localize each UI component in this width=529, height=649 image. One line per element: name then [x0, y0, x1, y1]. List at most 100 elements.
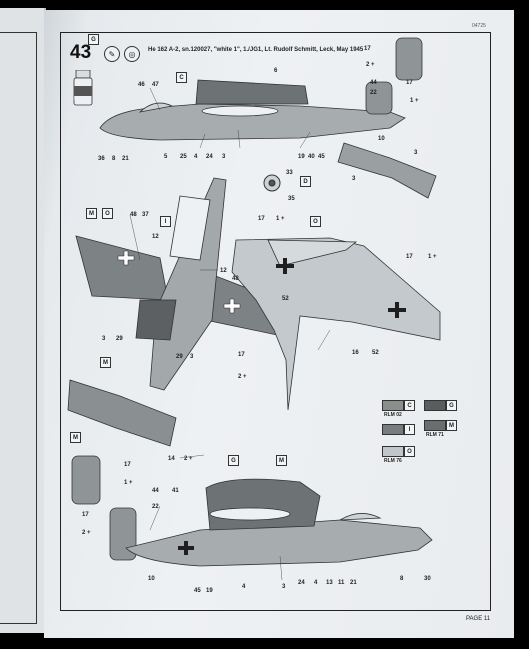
- color-tag: O: [102, 208, 113, 219]
- step-panel: [60, 32, 491, 611]
- callout: 4: [194, 154, 198, 160]
- rlm-label: RLM 76: [384, 458, 402, 464]
- callout: 17: [238, 352, 245, 358]
- model-caption: He 162 A-2, sn.120027, "white 1", 1./JG1…: [148, 47, 364, 53]
- decal-icon: ◎: [124, 46, 140, 62]
- callout: 48: [130, 212, 137, 218]
- callout: 8: [112, 156, 116, 162]
- swatch-rlm71: [424, 420, 446, 431]
- callout: 2 +: [238, 374, 247, 380]
- leader-lines: [129, 87, 331, 581]
- callout: 3: [352, 176, 356, 182]
- callout: 48: [232, 276, 239, 282]
- callout: 1 +: [410, 98, 419, 104]
- callout: 52: [282, 296, 289, 302]
- callout: 13: [326, 580, 333, 586]
- callout: 21: [122, 156, 129, 162]
- callout: 33: [286, 170, 293, 176]
- callout: 40: [308, 154, 315, 160]
- callout: 4: [314, 580, 318, 586]
- side-profile-bottom: [125, 478, 433, 567]
- color-tag: M: [276, 455, 287, 466]
- swatch-tag-i: I: [404, 424, 415, 435]
- lower-cross-markings: [276, 258, 406, 318]
- callout: 12: [152, 234, 159, 240]
- callout: 22: [370, 90, 377, 96]
- callout: 3: [414, 150, 418, 156]
- callout: 3: [102, 336, 106, 342]
- swatch-rlm02: [382, 400, 404, 411]
- color-tag: C: [176, 72, 187, 83]
- swatch-i: [382, 424, 404, 435]
- callout: 10: [378, 136, 385, 142]
- callout: 41: [172, 488, 179, 494]
- callout: 24: [298, 580, 305, 586]
- swatch-tag-g: G: [446, 400, 457, 411]
- bottom-cross-marking: [178, 541, 194, 555]
- callout: 1 +: [428, 254, 437, 260]
- tail-fins-bottom: [71, 455, 137, 561]
- callout: 29: [176, 354, 183, 360]
- callout: 6: [274, 68, 278, 74]
- callout: 19: [206, 588, 213, 594]
- callout: 5: [164, 154, 168, 160]
- swatch-tag-m: M: [446, 420, 457, 431]
- color-tag: G: [88, 34, 99, 45]
- swatch-tag-c: C: [404, 400, 415, 411]
- callout: 10: [148, 576, 155, 582]
- callout: 17: [364, 46, 371, 52]
- color-tag: M: [100, 357, 111, 368]
- upper-view: [75, 177, 283, 391]
- callout: 17: [406, 80, 413, 86]
- callout: 1 +: [124, 480, 133, 486]
- callout: 37: [142, 212, 149, 218]
- callout: 47: [152, 82, 159, 88]
- callout: 2 +: [184, 456, 193, 462]
- tail-fin-top: [365, 37, 423, 115]
- color-tag: D: [300, 176, 311, 187]
- callout: 17: [124, 462, 131, 468]
- paint-brush-icon: ✎: [104, 46, 120, 62]
- callout: 24: [206, 154, 213, 160]
- color-tag: I: [160, 216, 171, 227]
- callout: 16: [352, 350, 359, 356]
- step-number: 43: [70, 42, 92, 63]
- callout: 3: [190, 354, 194, 360]
- color-tag: M: [86, 208, 97, 219]
- color-tag: O: [310, 216, 321, 227]
- callout: 45: [194, 588, 201, 594]
- callout: 25: [180, 154, 187, 160]
- callout: 30: [424, 576, 431, 582]
- callout: 21: [350, 580, 357, 586]
- sheet-code: 04725: [472, 23, 486, 29]
- paint-jar-icon: [73, 70, 93, 106]
- lower-view: [231, 237, 441, 411]
- rlm-label: RLM 71: [426, 432, 444, 438]
- callout: 44: [370, 80, 377, 86]
- color-tag: G: [228, 455, 239, 466]
- callout: 36: [98, 156, 105, 162]
- callout: 17: [82, 512, 89, 518]
- callout: 3: [282, 584, 286, 590]
- callout: 52: [372, 350, 379, 356]
- callout: 2 +: [82, 530, 91, 536]
- side-profile-top: [99, 79, 406, 141]
- tail-plane-left: [67, 379, 177, 447]
- callout: 14: [168, 456, 175, 462]
- callout: 17: [258, 216, 265, 222]
- swatch-tag-o: O: [404, 446, 415, 457]
- swatch-rlm76: [382, 446, 404, 457]
- paint-jar-label: MATT: [74, 96, 88, 102]
- callout: 2 +: [366, 62, 375, 68]
- callout: 1 +: [276, 216, 285, 222]
- callout: 17: [406, 254, 413, 260]
- rlm-label: RLM 02: [384, 412, 402, 418]
- spinner-detail: [263, 174, 281, 192]
- swatch-g: [424, 400, 446, 411]
- callout: 4: [242, 584, 246, 590]
- callout: 19: [298, 154, 305, 160]
- upper-cross-markings: [117, 250, 241, 314]
- page-number: PAGE 11: [466, 616, 491, 622]
